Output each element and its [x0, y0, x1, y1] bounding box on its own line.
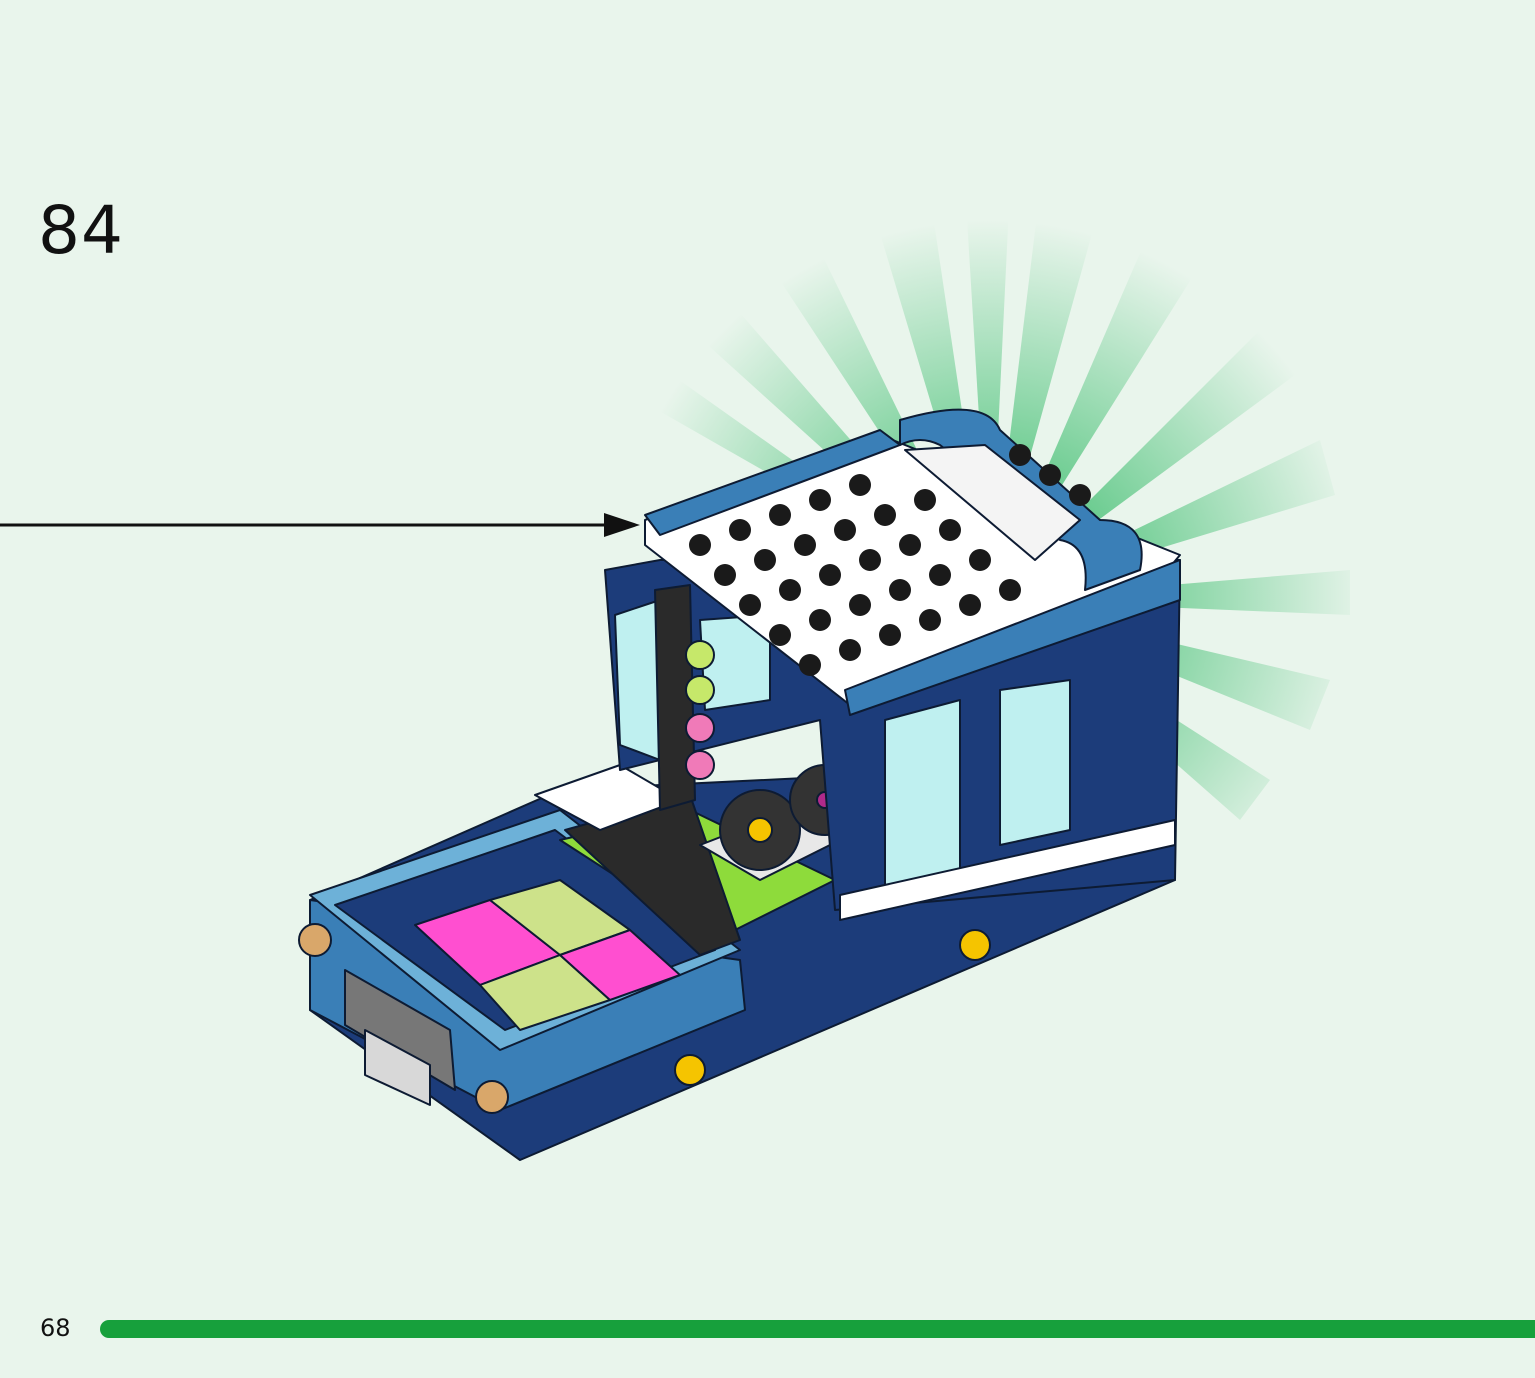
step-number: 84 — [38, 192, 124, 269]
vehicle-model — [298, 408, 1181, 1161]
roof-studs — [689, 444, 1091, 676]
turntable-icon — [747, 817, 773, 843]
page-number: 68 — [40, 1314, 71, 1342]
progress-bar — [100, 1320, 1535, 1338]
callout-arrow-icon — [0, 513, 640, 537]
